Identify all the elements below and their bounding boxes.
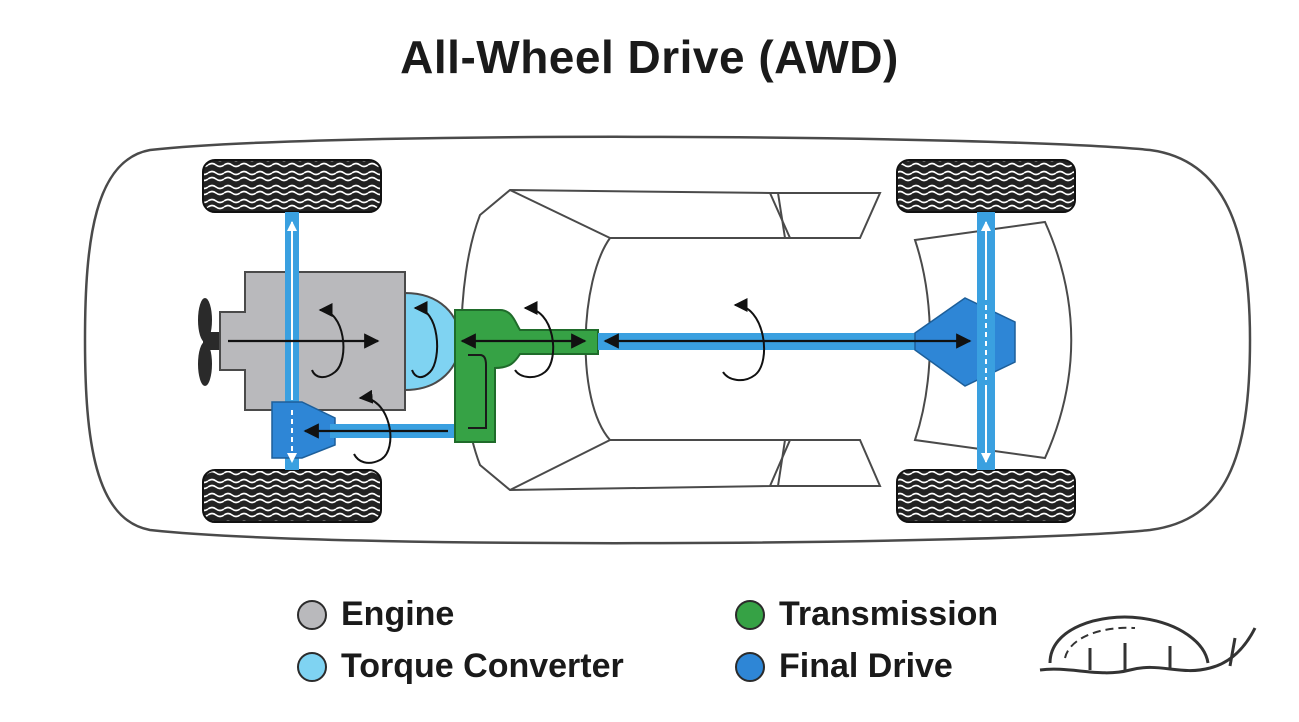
axle-direction-arrows <box>287 221 991 463</box>
torque-converter <box>404 291 462 392</box>
legend-final-drive-swatch <box>735 651 765 682</box>
legend-final-drive-label: Final Drive <box>779 647 953 685</box>
car-body-outline <box>83 135 1252 545</box>
fan-icon <box>198 298 219 386</box>
front-right-tire <box>202 469 382 523</box>
rotation-arrows <box>311 298 766 464</box>
legend-torque-converter-swatch <box>297 651 327 682</box>
legend-transmission-swatch <box>735 599 765 630</box>
legend-torque-converter-label: Torque Converter <box>341 647 624 685</box>
legend-torque-converter: Torque Converter <box>297 647 624 686</box>
transmission-inner-line <box>468 354 487 429</box>
legend-engine: Engine <box>297 595 454 634</box>
power-flow-arrows <box>228 333 972 439</box>
legend-transmission: Transmission <box>735 595 998 634</box>
rear-left-tire <box>896 159 1076 213</box>
rear-right-tire <box>896 469 1076 523</box>
diagram-title: All-Wheel Drive (AWD) <box>400 31 899 83</box>
legend-final-drive: Final Drive <box>735 647 953 686</box>
front-left-tire <box>202 159 382 213</box>
legend-engine-swatch <box>297 599 327 630</box>
cabin-outline <box>460 188 1073 492</box>
legend-engine-label: Engine <box>341 595 455 633</box>
speedometer-logo-icon <box>1039 615 1257 675</box>
legend-transmission-label: Transmission <box>779 595 999 633</box>
